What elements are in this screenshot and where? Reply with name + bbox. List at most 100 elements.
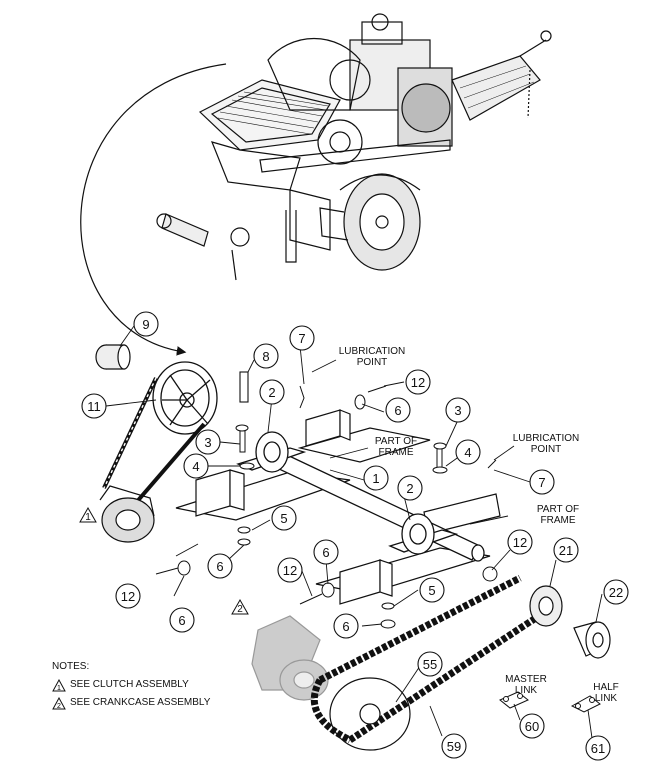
callout-6b: 6 — [207, 553, 233, 579]
svg-text:FRAME: FRAME — [379, 447, 414, 458]
svg-text:POINT: POINT — [531, 444, 562, 455]
svg-text:PART OF: PART OF — [375, 436, 417, 447]
svg-text:4: 4 — [192, 459, 199, 474]
callout-6c: 6 — [313, 539, 339, 565]
ref-mark-2: 2 — [231, 598, 249, 615]
note-item-2: 2 SEE CRANKCASE ASSEMBLY — [52, 696, 210, 710]
svg-text:4: 4 — [464, 445, 471, 460]
triangle-icon: 1 — [52, 678, 66, 692]
svg-text:PART OF: PART OF — [537, 504, 579, 515]
svg-text:2: 2 — [237, 604, 243, 615]
taper-bushing — [573, 621, 611, 659]
callout-1: 1 — [363, 465, 389, 491]
reference-curve — [80, 63, 227, 356]
svg-text:LUBRICATION: LUBRICATION — [339, 346, 406, 357]
callout-4a: 4 — [183, 453, 209, 479]
callout-21: 21 — [553, 537, 579, 563]
svg-text:1: 1 — [372, 471, 379, 486]
callout-7b: 7 — [529, 469, 555, 495]
callout-12d: 12 — [115, 583, 141, 609]
callout-12b: 12 — [507, 529, 533, 555]
trailer-machine-illustration — [156, 13, 552, 281]
svg-text:3: 3 — [454, 403, 461, 418]
notes-heading: NOTES: — [52, 661, 90, 672]
svg-text:6: 6 — [342, 619, 349, 634]
svg-text:6: 6 — [216, 559, 223, 574]
svg-text:LINK: LINK — [515, 685, 538, 696]
callout-3a: 3 — [195, 429, 221, 455]
callout-55: 55 — [417, 651, 443, 677]
svg-text:MASTER: MASTER — [505, 674, 547, 685]
shaft-key — [239, 371, 249, 403]
v-belt — [102, 377, 206, 514]
sprocket-large — [329, 677, 411, 751]
note-text: SEE CLUTCH ASSEMBLY — [70, 679, 189, 690]
callout-12c: 12 — [277, 557, 303, 583]
lubrication-point-label-1: LUBRICATION POINT — [339, 346, 406, 368]
clutch-pulley — [152, 361, 218, 435]
roller-chain — [310, 574, 550, 744]
svg-text:11: 11 — [87, 399, 101, 414]
svg-text:12: 12 — [121, 589, 135, 604]
triangle-icon: 2 — [52, 696, 66, 710]
svg-text:1: 1 — [85, 512, 91, 523]
part-of-frame-label-2: PART OF FRAME — [537, 504, 579, 526]
ref-mark-1: 1 — [79, 506, 97, 523]
master-link — [499, 691, 529, 709]
svg-text:2: 2 — [406, 481, 413, 496]
svg-text:55: 55 — [423, 657, 437, 672]
bushing — [95, 344, 131, 370]
callout-2a: 2 — [259, 379, 285, 405]
svg-text:22: 22 — [609, 585, 623, 600]
callout-balloons: 9 11 8 7 12 2 6 3 4 3 4 7 1 2 5 12 21 6 … — [81, 311, 629, 761]
pillow-block-1 — [236, 431, 307, 473]
svg-text:HALF: HALF — [593, 682, 619, 693]
svg-text:6: 6 — [322, 545, 329, 560]
callout-5b: 5 — [419, 577, 445, 603]
note-item-1: 1 SEE CLUTCH ASSEMBLY — [52, 678, 210, 692]
master-link-label: MASTER LINK — [505, 674, 547, 696]
svg-text:8: 8 — [262, 349, 269, 364]
svg-text:3: 3 — [204, 435, 211, 450]
callout-59: 59 — [441, 733, 467, 759]
svg-text:12: 12 — [283, 563, 297, 578]
svg-text:12: 12 — [411, 375, 425, 390]
callout-6e: 6 — [333, 613, 359, 639]
pillow-block-2 — [388, 513, 459, 555]
svg-text:60: 60 — [525, 719, 539, 734]
callout-12a: 12 — [405, 369, 431, 395]
svg-text:2: 2 — [268, 385, 275, 400]
callout-8: 8 — [253, 343, 279, 369]
callout-2b: 2 — [397, 475, 423, 501]
callout-7a: 7 — [289, 325, 315, 351]
callout-9: 9 — [133, 311, 159, 337]
frame-parts — [175, 409, 501, 605]
callout-6d: 6 — [169, 607, 195, 633]
notes-block: NOTES: 1 SEE CLUTCH ASSEMBLY 2 SEE CRANK… — [52, 660, 210, 710]
callout-61: 61 — [585, 735, 611, 761]
svg-text:5: 5 — [428, 583, 435, 598]
svg-text:61: 61 — [591, 741, 605, 756]
callout-60: 60 — [519, 713, 545, 739]
callout-5a: 5 — [271, 505, 297, 531]
leader-lines — [105, 325, 603, 739]
callout-4b: 4 — [455, 439, 481, 465]
svg-text:7: 7 — [298, 331, 305, 346]
svg-text:POINT: POINT — [357, 357, 388, 368]
svg-text:7: 7 — [538, 475, 545, 490]
lubrication-point-label-2: LUBRICATION POINT — [513, 433, 580, 455]
part-of-frame-label-1: PART OF FRAME — [375, 436, 417, 458]
svg-text:2: 2 — [57, 703, 61, 710]
svg-text:59: 59 — [447, 739, 461, 754]
half-link — [570, 695, 601, 713]
svg-text:5: 5 — [280, 511, 287, 526]
svg-text:6: 6 — [394, 403, 401, 418]
svg-text:6: 6 — [178, 613, 185, 628]
note-text: SEE CRANKCASE ASSEMBLY — [70, 697, 211, 708]
sprocket-small — [529, 585, 563, 627]
svg-text:LUBRICATION: LUBRICATION — [513, 433, 580, 444]
callout-22: 22 — [603, 579, 629, 605]
svg-text:12: 12 — [513, 535, 527, 550]
callout-3b: 3 — [445, 397, 471, 423]
